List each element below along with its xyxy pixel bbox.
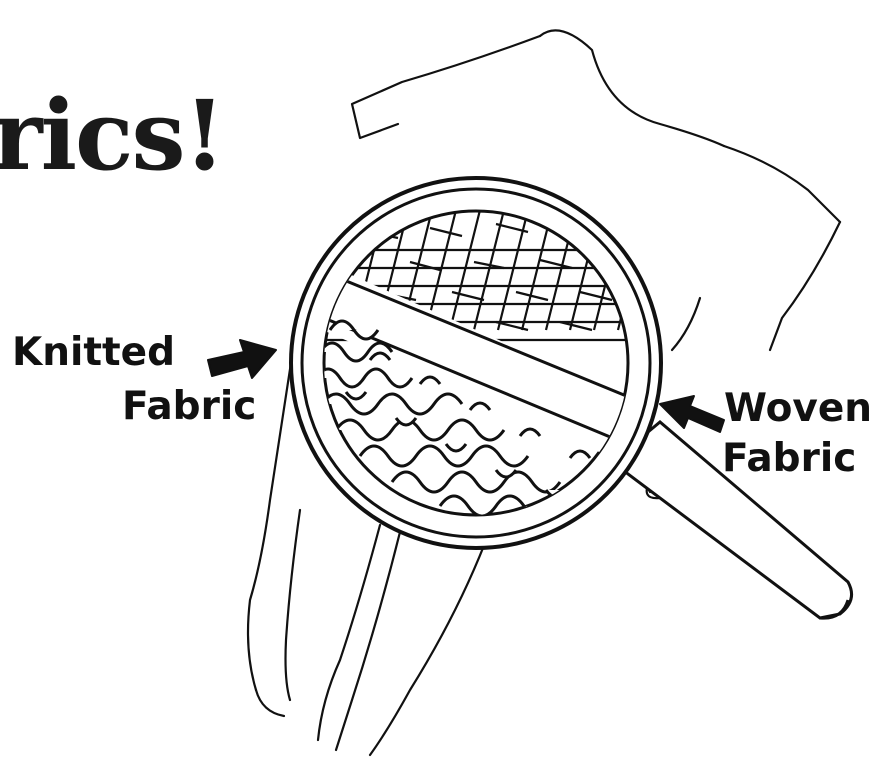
knitted-label-line1: Knitted bbox=[12, 330, 175, 376]
page-title: rics! bbox=[0, 88, 224, 184]
arrow-left-icon bbox=[660, 396, 724, 432]
woven-label-line1: Woven bbox=[724, 386, 872, 432]
knitted-label-line2: Fabric bbox=[122, 384, 256, 430]
woven-label-line2: Fabric bbox=[722, 436, 856, 482]
arrow-right-icon bbox=[208, 340, 276, 378]
